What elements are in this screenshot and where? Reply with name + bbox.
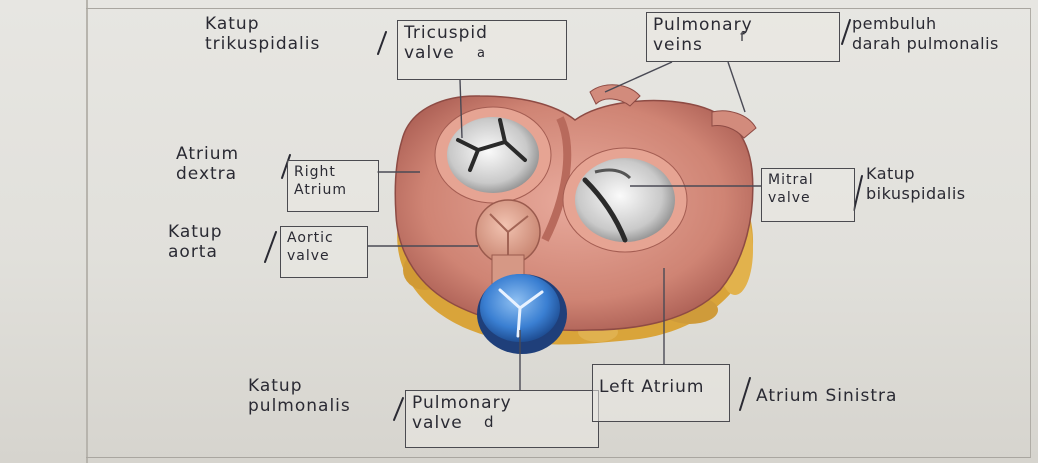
left-atrium-label-box: Left Atrium — [592, 364, 730, 422]
right-atrium-label-box: Right Atrium — [287, 160, 379, 212]
mitral-valve-label: Mitral valve — [762, 169, 854, 207]
aortic-valve-label: Aortic valve — [281, 227, 367, 265]
pulmonary-valve-letter: d — [484, 412, 495, 432]
left-atrium-note: Atrium Sinistra — [756, 386, 897, 406]
pulmonary-valve-label: Pulmonary valve — [406, 391, 598, 433]
mitral-note: Katup bikuspidalis — [866, 164, 966, 204]
aortic-valve-label-box: Aortic valve — [280, 226, 368, 278]
pulmonary-valve-note: Katup pulmonalis — [248, 376, 351, 416]
mitral-valve-label-box: Mitral valve — [761, 168, 855, 222]
right-atrium-label: Right Atrium — [288, 161, 378, 199]
tricuspid-note: Katup trikuspidalis — [205, 14, 320, 54]
tricuspid-letter: a — [477, 44, 486, 64]
pulmonary-valve-label-box: Pulmonary valve — [405, 390, 599, 448]
pulmonary-veins-note: pembuluh darah pulmonalis — [852, 14, 999, 54]
left-atrium-label: Left Atrium — [593, 365, 729, 397]
pulmonary-veins-letter: f — [740, 28, 746, 48]
aortic-note: Katup aorta — [168, 222, 223, 262]
right-atrium-note: Atrium dextra — [176, 144, 239, 184]
